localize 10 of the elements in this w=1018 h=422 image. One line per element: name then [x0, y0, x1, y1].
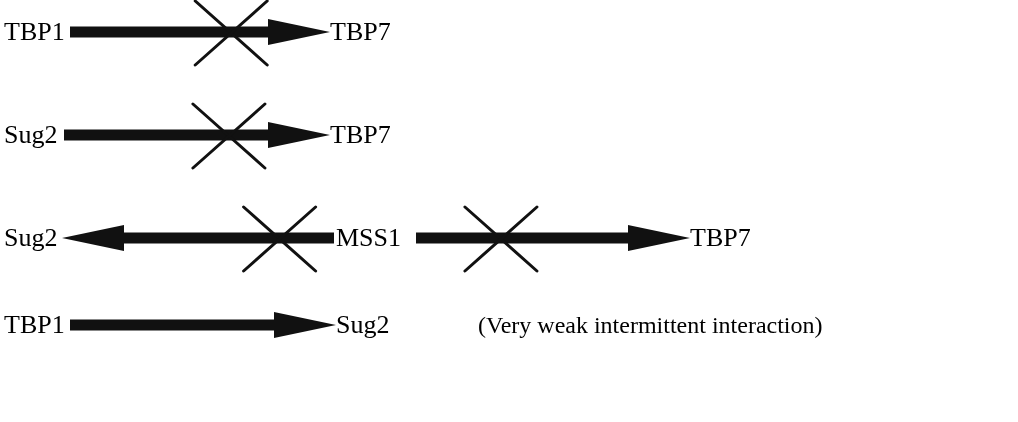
protein-label: TBP1 [4, 17, 66, 47]
protein-label: Sug2 [4, 223, 60, 253]
protein-label: TBP1 [4, 310, 66, 340]
protein-label: TBP7 [330, 120, 396, 150]
protein-label: Sug2 [4, 120, 60, 150]
protein-label: Sug2 [336, 310, 392, 340]
protein-label: MSS1 [336, 223, 412, 253]
protein-label: TBP7 [330, 17, 396, 47]
note-text: (Very weak intermittent interaction) [478, 311, 823, 339]
protein-label: TBP7 [690, 223, 756, 253]
